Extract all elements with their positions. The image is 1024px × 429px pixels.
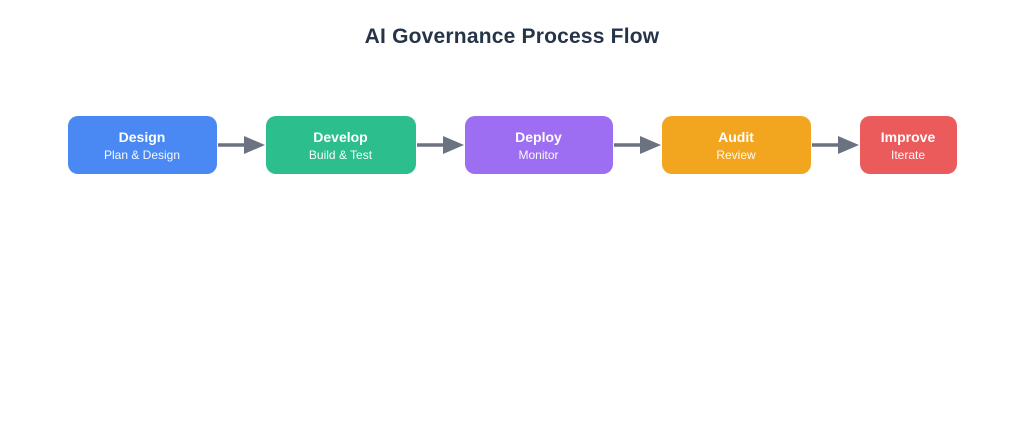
diagram-title: AI Governance Process Flow [364,25,660,48]
arrow-right-icon [217,136,265,154]
flow-step-develop: Develop Build & Test [265,116,416,174]
step-label: Deploy [515,128,562,145]
step-sublabel: Plan & Design [103,147,181,162]
step-label: Audit [718,128,754,145]
step-sublabel: Review [716,147,756,162]
step-sublabel: Monitor [518,147,559,162]
flow-step-deploy: Deploy Monitor [464,116,613,174]
process-flow: Design Plan & Design Develop Build & Tes… [0,116,1024,174]
arrow-right-icon [811,136,859,154]
step-label: Design [118,128,166,145]
step-sublabel: Iterate [890,147,926,162]
step-label: Develop [313,128,368,145]
flow-step-improve: Improve Iterate [859,116,957,174]
arrow-right-icon [613,136,661,154]
flow-step-design: Design Plan & Design [67,116,217,174]
arrow-right-icon [416,136,464,154]
step-label: Improve [880,128,936,145]
step-sublabel: Build & Test [308,147,373,162]
flow-step-audit: Audit Review [661,116,811,174]
